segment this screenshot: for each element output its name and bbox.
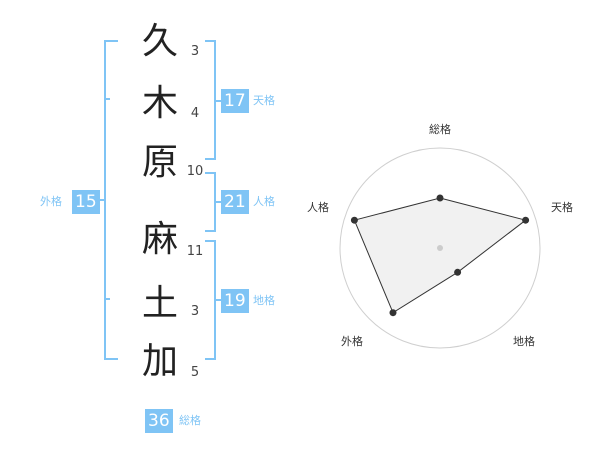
tenkaku-label: 天格 [253, 94, 275, 107]
chikaku-value: 19 [221, 289, 249, 313]
chikaku-label: 地格 [253, 294, 275, 307]
jinkaku-label: 人格 [253, 195, 275, 208]
name-char-4: 麻 [141, 219, 178, 260]
jinkaku-value: 21 [221, 190, 249, 214]
gaikaku-value: 15 [72, 190, 100, 214]
gaikaku-bracket [99, 40, 118, 360]
stroke-count-6: 5 [190, 365, 200, 380]
tenkaku-value: 17 [221, 89, 249, 113]
radar-point-4 [389, 309, 397, 317]
name-char-5: 土 [141, 283, 178, 324]
stroke-count-4: 11 [186, 244, 204, 259]
radar-axis-label-soukaku: 総格 [429, 123, 451, 136]
radar-axis-label-gaikaku: 外格 [341, 335, 363, 348]
radar-area [353, 197, 527, 314]
name-char-1: 久 [141, 21, 178, 62]
name-char-6: 加 [141, 341, 178, 382]
gaikaku-label: 外格 [40, 195, 62, 208]
radar-point-3 [454, 268, 462, 276]
name-char-3: 原 [141, 142, 178, 183]
radar-point-5 [350, 216, 358, 224]
stroke-count-5: 3 [190, 304, 200, 319]
radar-center-dot [437, 245, 443, 251]
name-char-2: 木 [141, 83, 178, 124]
chikaku-bracket [205, 240, 221, 360]
stroke-count-3: 10 [186, 164, 204, 179]
jinkaku-bracket [205, 172, 221, 232]
radar-point-1 [436, 194, 444, 202]
stroke-count-2: 4 [190, 106, 200, 121]
soukaku-value: 36 [145, 409, 173, 433]
stroke-count-1: 3 [190, 44, 200, 59]
radar-point-2 [522, 216, 530, 224]
soukaku-label: 総格 [179, 414, 201, 427]
radar-axis-label-jinkaku: 人格 [307, 201, 329, 214]
radar-axis-label-tenkaku: 天格 [551, 201, 573, 214]
radar-axis-label-chikaku: 地格 [513, 335, 535, 348]
tenkaku-bracket [205, 40, 221, 160]
